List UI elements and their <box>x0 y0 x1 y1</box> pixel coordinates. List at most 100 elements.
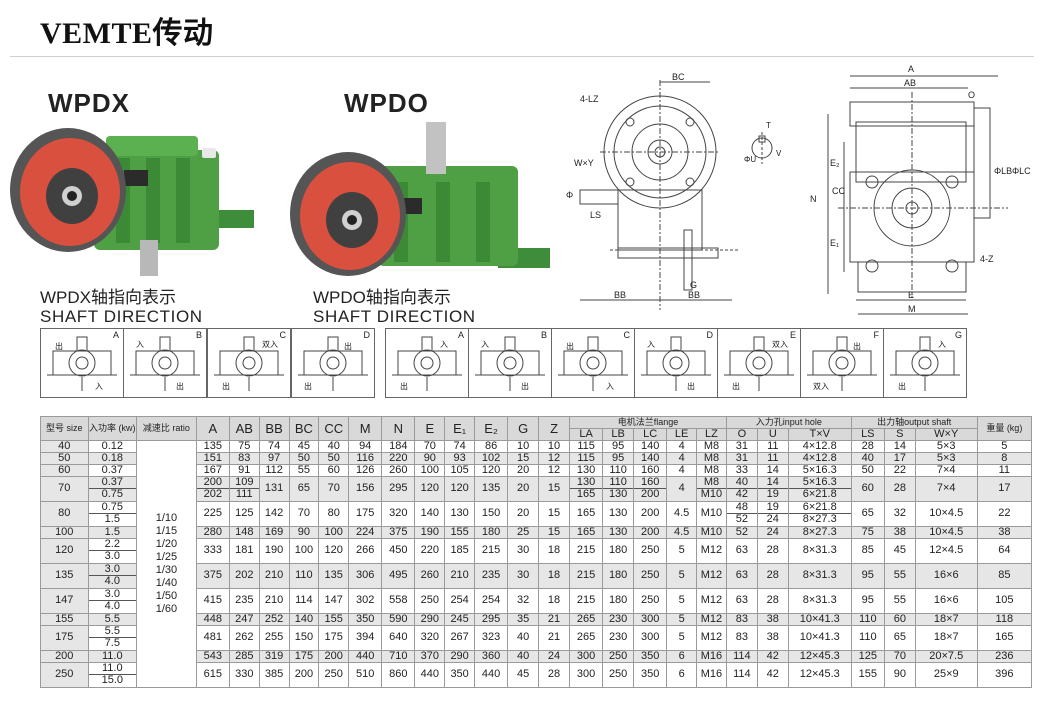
direction-word: 入 <box>440 340 448 349</box>
direction-letter: C <box>279 330 287 340</box>
table-cell: 52 <box>725 525 758 539</box>
table-cell: M12 <box>696 537 727 564</box>
direction-word: 入 <box>606 382 614 391</box>
table-cell: 151 <box>195 451 230 465</box>
page-title: VEMTE传动 <box>40 17 214 50</box>
table-cell: 260 <box>381 463 416 477</box>
table-cell: 10×41.3 <box>787 612 852 626</box>
table-cell: 90 <box>414 451 446 465</box>
table-cell: 118 <box>976 612 1033 626</box>
table-cell: 18 <box>538 562 571 589</box>
table-cell: 64 <box>976 537 1033 564</box>
table-cell: 5.5 <box>87 612 138 626</box>
direction-letter: E <box>789 330 796 340</box>
table-cell: 306 <box>348 562 383 589</box>
th-output-shaft: 出力轴output shaft <box>850 416 978 429</box>
wpdo-caption-cn: WPDO轴指向表示 <box>313 288 451 307</box>
table-cell: 125 <box>850 649 885 663</box>
table-cell: 135 <box>195 439 230 453</box>
table-cell: 250 <box>602 661 635 688</box>
direction-letter: B <box>195 330 202 340</box>
table-cell: 267 <box>444 624 476 651</box>
direction-word: 出 <box>521 382 529 391</box>
table-cell: 11 <box>756 439 789 453</box>
wpdo-caption: WPDO轴指向表示 SHAFT DIRECTION <box>313 288 476 326</box>
table-cell: 300 <box>569 649 604 663</box>
gearbox-schematic-icon <box>130 336 200 391</box>
table-cell: 85 <box>850 537 885 564</box>
table-cell: 130 <box>569 463 604 477</box>
table-cell: 440 <box>474 661 509 688</box>
table-cell: 150 <box>288 624 320 651</box>
table-cell: 74 <box>258 439 290 453</box>
table-cell: 90 <box>288 525 320 539</box>
table-cell: 175 <box>40 624 89 651</box>
th-lb: LB <box>602 427 635 441</box>
table-cell: 190 <box>258 537 290 564</box>
table-cell: 350 <box>348 612 383 626</box>
gearbox-schematic-icon <box>641 336 711 391</box>
label-ab: AB <box>904 78 916 88</box>
table-cell: 160 <box>633 463 668 477</box>
label-philc: ΦLC <box>1012 166 1031 176</box>
table-cell: 94 <box>348 439 383 453</box>
table-cell: M10 <box>696 525 727 539</box>
table-cell: 495 <box>381 562 416 589</box>
table-cell: 70 <box>288 500 320 527</box>
table-cell: 60 <box>883 612 916 626</box>
table-cell: 4 <box>666 439 698 453</box>
table-cell: 265 <box>569 612 604 626</box>
th-o: O <box>725 427 758 441</box>
table-cell: 210 <box>444 562 476 589</box>
label-cc: CC <box>832 186 845 196</box>
direction-word: 出 <box>344 342 352 351</box>
table-cell: 50 <box>850 463 885 477</box>
table-cell: 180 <box>474 525 509 539</box>
table-cell: 45 <box>507 661 540 688</box>
table-cell: 18×7 <box>914 612 978 626</box>
table-cell: 210 <box>258 587 290 614</box>
label-e1: E₁ <box>830 238 839 248</box>
gearbox-schematic-icon <box>298 336 368 391</box>
table-cell: 15 <box>538 525 571 539</box>
th-m: M <box>348 416 383 441</box>
table-cell: 40 <box>40 439 89 453</box>
table-cell: 140 <box>288 612 320 626</box>
table-cell: 95 <box>602 451 635 465</box>
table-cell: 17 <box>883 451 916 465</box>
th-tv: T×V <box>787 427 852 441</box>
ratio-value: 1/10 <box>155 511 178 524</box>
table-cell: 8×31.3 <box>787 562 852 589</box>
table-cell: 180 <box>602 587 635 614</box>
table-cell: 120 <box>444 475 476 502</box>
label-e: E <box>908 290 914 300</box>
table-cell: 415 <box>195 587 230 614</box>
table-cell: 95 <box>850 562 885 589</box>
table-cell: 135 <box>474 475 509 502</box>
table-cell: 215 <box>569 537 604 564</box>
table-cell: 295 <box>474 612 509 626</box>
direction-letter: C <box>623 330 631 340</box>
direction-letter: D <box>706 330 714 340</box>
table-cell: 5×3 <box>914 451 978 465</box>
table-cell: 180 <box>602 562 635 589</box>
spec-table: 型号 size 入功率 (kw) 减速比 ratio A AB BB BC CC… <box>40 416 1033 688</box>
table-cell: 10×4.5 <box>914 500 978 527</box>
wpdo-gearbox-photo <box>290 122 550 276</box>
direction-word: 双入 <box>813 382 829 391</box>
table-cell: 175 <box>288 649 320 663</box>
direction-letter: A <box>457 330 464 340</box>
wpdx-caption: WPDX轴指向表示 SHAFT DIRECTION <box>40 288 203 326</box>
table-cell: 16×6 <box>914 587 978 614</box>
label-a: A <box>908 64 914 74</box>
table-cell: M16 <box>696 649 727 663</box>
table-cell: 74 <box>444 439 476 453</box>
table-cell: 250 <box>40 661 89 688</box>
